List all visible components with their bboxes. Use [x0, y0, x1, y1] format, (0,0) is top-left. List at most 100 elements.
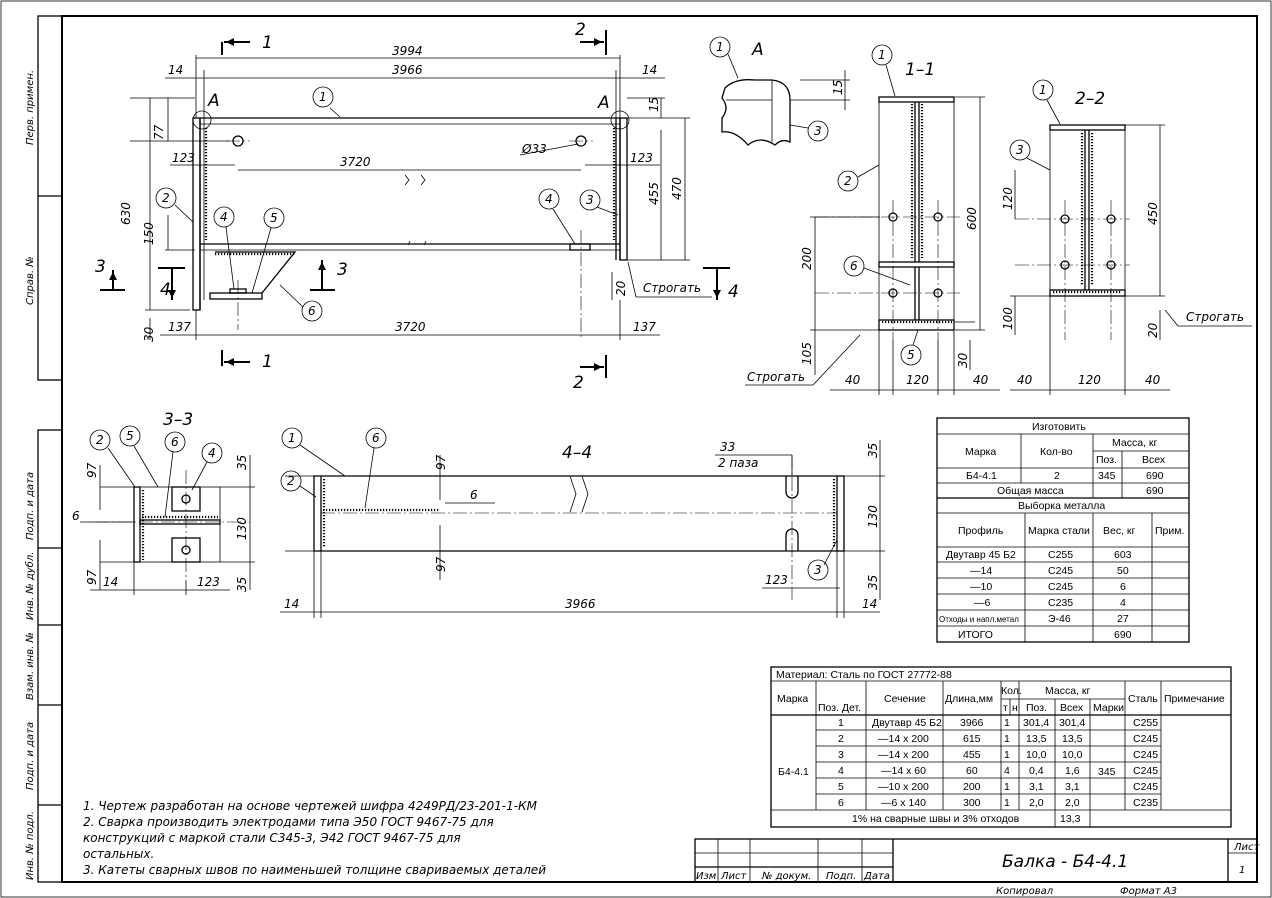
svg-text:1: 1: [838, 717, 844, 729]
svg-text:2: 2: [162, 191, 170, 205]
svg-text:3: 3: [838, 749, 844, 761]
metal-r2-weight: 6: [1120, 581, 1126, 593]
main-view: 1 1 2 2 3 3 4 4 A A: [95, 20, 739, 393]
make-total-label: Общая масса: [997, 485, 1064, 497]
section-3-3-title: 3–3: [163, 410, 193, 430]
section-4-4-view: 4–4 97 97 6 33 2 паза 35 130 35 123: [280, 427, 885, 618]
dim-150: 150: [142, 222, 156, 245]
spec-h-m-pos: Поз.: [1026, 702, 1047, 714]
dim-455: 455: [647, 182, 661, 205]
drawing-title: Балка - Б4-4.1: [1002, 852, 1128, 872]
svg-text:5: 5: [838, 781, 844, 793]
s44-dim-33: 33: [720, 440, 735, 454]
section-4-left: 4: [160, 280, 171, 300]
svg-text:—14 х 200: —14 х 200: [878, 749, 929, 761]
note-line: конструкций с маркой стали С345-3, Э42 Г…: [83, 831, 461, 845]
svg-text:300: 300: [963, 797, 981, 809]
stamp-perv-primen: Перв. примен.: [25, 70, 36, 145]
svg-text:С235: С235: [1133, 797, 1158, 809]
spec-h-m-marks: Марки: [1093, 702, 1124, 714]
s33-dim-35-bottom: 35: [235, 577, 249, 592]
svg-text:1: 1: [1004, 781, 1010, 793]
table-make: Изготовить Марка Кол-во Масса, кг Поз. В…: [936, 417, 1190, 643]
spec-h-n: н: [1012, 702, 1018, 714]
s11-dim-120: 120: [906, 373, 929, 387]
svg-text:301,4: 301,4: [1023, 717, 1049, 729]
spec-footer-label: 1% на сварные швы и 3% отходов: [852, 813, 1020, 825]
section-1-bottom: 1: [262, 352, 273, 372]
tb-col-izm: Изм: [696, 871, 717, 882]
stamp-inv-podl: Инв. № подл.: [25, 811, 36, 880]
section-4-4-title: 4–4: [562, 443, 592, 463]
metal-sum-value: 690: [1114, 629, 1132, 641]
svg-text:1,6: 1,6: [1065, 765, 1080, 777]
svg-text:1: 1: [1004, 717, 1010, 729]
metal-r3-steel: С235: [1048, 597, 1073, 609]
svg-text:2,0: 2,0: [1065, 797, 1080, 809]
svg-text:1: 1: [1039, 83, 1047, 97]
svg-text:4: 4: [208, 446, 216, 460]
dim-137-right: 137: [633, 320, 656, 334]
section-3-right: 3: [337, 260, 348, 280]
svg-text:6: 6: [372, 431, 380, 445]
s11-dim-30: 30: [956, 352, 970, 368]
spec-h-mark: Марка: [777, 693, 808, 705]
note-line: 2. Сварка производить электродами типа Э…: [83, 815, 494, 829]
spec-h-t: т: [1003, 702, 1008, 714]
title-block: Изм Лист № докум. Подп. Дата Балка - Б4-…: [694, 838, 1261, 897]
tb-col-data: Дата: [863, 871, 890, 882]
s33-dim-130: 130: [235, 517, 249, 540]
svg-text:С245: С245: [1133, 781, 1158, 793]
s11-dim-105: 105: [800, 342, 814, 365]
svg-text:6: 6: [838, 797, 844, 809]
svg-text:5: 5: [270, 211, 278, 225]
svg-text:1: 1: [319, 90, 327, 104]
svg-text:2: 2: [844, 174, 852, 188]
svg-text:13,5: 13,5: [1026, 733, 1047, 745]
s33-dim-97-bottom: 97: [85, 569, 99, 585]
detail-a-callout-3: 3: [789, 120, 829, 142]
svg-text:455: 455: [963, 749, 981, 761]
metal-r4-profile: Отходы и напл.метал: [939, 615, 1019, 624]
svg-text:С245: С245: [1133, 733, 1158, 745]
metal-r1-steel: С245: [1048, 565, 1073, 577]
svg-text:6: 6: [171, 435, 179, 449]
s33-dim-123: 123: [197, 575, 220, 589]
svg-text:3: 3: [814, 563, 822, 577]
spec-row: 5 —10 х 200 200 1 3,1 3,1 С245: [838, 781, 1158, 793]
stamp-vzam-inv: Взам. инв. №: [25, 632, 36, 700]
metal-r4-steel: Э-46: [1048, 613, 1071, 625]
svg-text:—14 х 60: —14 х 60: [881, 765, 926, 777]
svg-text:2: 2: [287, 474, 295, 488]
note-line: 3. Катеты сварных швов по наименьшей тол…: [83, 863, 546, 877]
detail-a-callout-1: 1: [709, 36, 739, 79]
metal-r2-steel: С245: [1048, 581, 1073, 593]
dim-hole-dia: Ø33: [521, 142, 547, 156]
s44-dim-weld-6: 6: [470, 488, 478, 502]
svg-text:3,1: 3,1: [1029, 781, 1044, 793]
svg-text:1: 1: [878, 48, 886, 62]
s22-callout-1: 1: [1032, 79, 1061, 125]
s44-dim-35-bottom: 35: [866, 575, 880, 590]
svg-text:3,1: 3,1: [1065, 781, 1080, 793]
svg-text:—10 х 200: —10 х 200: [878, 781, 929, 793]
note-line: 1. Чертеж разработан на основе чертежей …: [83, 799, 538, 813]
s22-dim-20: 20: [1146, 322, 1160, 338]
svg-text:301,4: 301,4: [1059, 717, 1085, 729]
callout-3-right: 3: [579, 189, 619, 216]
svg-text:4: 4: [838, 765, 844, 777]
svg-text:3: 3: [586, 193, 594, 207]
spec-h-note: Примечание: [1164, 693, 1225, 705]
svg-text:—14 х 200: —14 х 200: [878, 733, 929, 745]
s22-dim-40-right: 40: [1145, 373, 1161, 387]
dim-hole-left: 123: [172, 151, 195, 165]
s11-dim-600: 600: [965, 207, 979, 230]
detail-a-title: А: [751, 40, 764, 60]
svg-text:0,4: 0,4: [1029, 765, 1044, 777]
svg-text:4: 4: [220, 210, 228, 224]
s11-callout-6: 6: [843, 255, 911, 286]
svg-text:4: 4: [1004, 765, 1010, 777]
make-row-qty: 2: [1054, 470, 1060, 482]
svg-text:60: 60: [966, 765, 978, 777]
